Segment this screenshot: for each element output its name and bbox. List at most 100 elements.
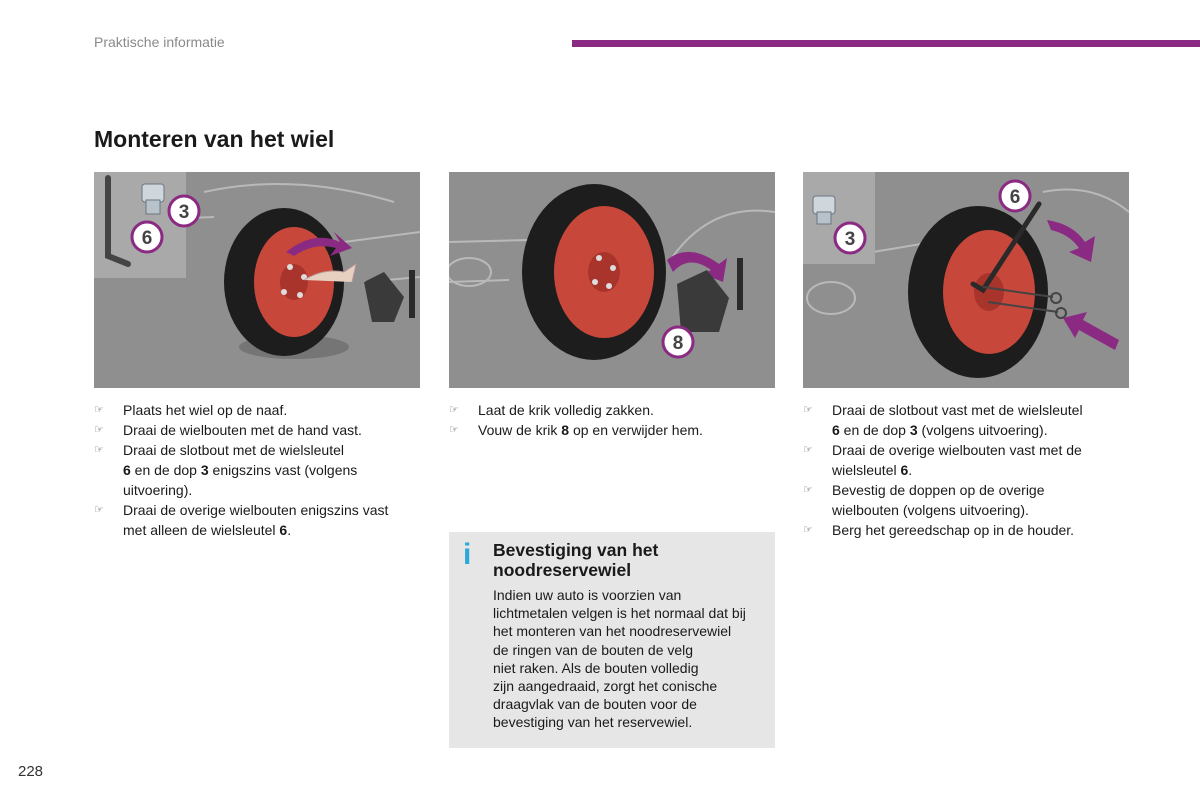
hand-pointer-icon: ☞ <box>94 504 104 516</box>
step-text: Draai de wielbouten met de hand vast. <box>123 422 362 438</box>
steps-column-3: ☞ Draai de slotbout vast met de wielsleut… <box>803 400 1123 540</box>
hand-pointer-icon: ☞ <box>94 404 104 416</box>
step-text: Berg het gereedschap op in de houder. <box>832 522 1075 538</box>
step-text: met alleen de wielsleutel <box>123 522 280 538</box>
illustration-lower-jack: 8 <box>449 172 775 388</box>
hand-pointer-icon: ☞ <box>449 424 459 436</box>
illustration-2-svg: 8 <box>449 172 775 388</box>
callout-6 <box>998 179 1032 213</box>
illustration-1-svg: 3 6 <box>94 172 420 388</box>
ref-number: 6 <box>832 422 840 438</box>
hand <box>303 262 357 283</box>
lower-arrow <box>667 251 727 282</box>
step-item: ☞ Berg het gereedschap op in de houder. <box>803 520 1123 540</box>
step-text: Plaats het wiel op de naaf. <box>123 402 288 418</box>
info-box: i Bevestiging van het noodreservewiel In… <box>449 532 775 748</box>
jack <box>677 258 743 332</box>
step-item: ☞ Draai de slotbout vast met de wielsleut… <box>803 400 1123 440</box>
step-text: . <box>287 522 292 538</box>
info-text-line: Indien uw auto is voorzien van <box>493 587 682 603</box>
page-number: 228 <box>18 763 44 780</box>
wheel <box>908 206 1048 378</box>
wheel <box>522 184 666 360</box>
callout-8-label: 8 <box>673 333 684 354</box>
step-text: wielsleutel <box>832 462 901 478</box>
turn-arrow <box>1047 220 1095 262</box>
hand-pointer-icon: ☞ <box>94 424 104 436</box>
header-accent-rule <box>572 40 1200 47</box>
callout-8 <box>661 325 695 359</box>
hand-pointer-icon: ☞ <box>803 484 813 496</box>
section-label: Praktische informatie <box>94 34 225 50</box>
step-text: Draai de overige wielbouten enigszins va… <box>123 502 389 518</box>
step-text: Draai de slotbout met de wielsleutel <box>123 442 345 458</box>
step-text: op en verwijder hem. <box>569 422 703 438</box>
callout-3-label: 3 <box>845 229 856 250</box>
hand-pointer-icon: ☞ <box>803 404 813 416</box>
info-text-line: zijn aangedraaid, zorgt het conische <box>493 678 718 695</box>
illustration-mount-wheel: 3 6 <box>94 172 420 388</box>
steps-column-2: ☞ Laat de krik volledig zakken. ☞ Vouw de … <box>449 400 769 440</box>
illustration-tighten-bolts: 3 6 <box>803 172 1129 388</box>
ref-number: 6 <box>900 462 909 478</box>
info-icon: i <box>463 538 472 571</box>
step-item: ☞ Vouw de krik 8 op en verwijder hem. <box>449 420 769 440</box>
push-arrow <box>1063 312 1119 350</box>
info-text-line: lichtmetalen velgen is het normaal dat b… <box>493 605 746 622</box>
info-text: Indien uw auto is voorzien van lichtmeta… <box>493 586 771 732</box>
info-title: Bevestiging van het noodreservewiel <box>493 540 763 580</box>
info-text-line: het monteren van het noodreservewiel <box>493 623 732 640</box>
step-text: wielbouten (volgens uitvoering). <box>832 502 1029 518</box>
step-text: Draai de slotbout vast met de wielsleute… <box>832 402 1083 418</box>
bolt-icon <box>812 195 836 225</box>
step-text: uitvoering). <box>123 482 193 498</box>
callout-3 <box>833 221 867 255</box>
info-text-line: de ringen van de bouten de velg <box>493 641 694 658</box>
ref-number: 3 <box>909 422 918 438</box>
step-text: en de dop <box>130 462 201 478</box>
hand-pointer-icon: ☞ <box>449 404 459 416</box>
step-item: ☞ Draai de wielbouten met de hand vast. <box>94 420 424 440</box>
steps-column-1: ☞ Plaats het wiel op de naaf. ☞ Draai de w… <box>94 400 424 540</box>
ref-number: 6 <box>279 522 288 538</box>
callout-3-label: 3 <box>179 202 190 223</box>
info-title-line: noodreservewiel <box>493 560 632 580</box>
step-item: ☞ Draai de overige wielbouten enigszins v… <box>94 500 424 540</box>
ref-number: 8 <box>561 422 570 438</box>
step-item: ☞ Laat de krik volledig zakken. <box>449 400 769 420</box>
step-text: Vouw de krik <box>478 422 562 438</box>
step-text: Bevestig de doppen op de overige <box>832 482 1045 498</box>
ref-number: 6 <box>123 462 131 478</box>
step-item: ☞ Draai de overige wielbouten vast met de… <box>803 440 1123 480</box>
wrench-icon <box>105 175 131 267</box>
callout-6-label: 6 <box>1010 187 1021 208</box>
bolt-icon <box>141 183 165 215</box>
bolts <box>982 286 1067 319</box>
hand-pointer-icon: ☞ <box>94 444 104 456</box>
step-text: en de dop <box>839 422 910 438</box>
info-text-line: draagvlak van de bouten voor de <box>493 696 697 713</box>
info-title-line: Bevestiging van het <box>493 540 659 560</box>
illustration-3-svg: 3 6 <box>803 172 1129 388</box>
wheel <box>224 208 344 356</box>
step-item: ☞ Draai de slotbout met de wielsleutel 6 e… <box>94 440 424 500</box>
step-text: Laat de krik volledig zakken. <box>478 402 654 418</box>
step-text: Draai de overige wielbouten vast met de <box>832 442 1082 458</box>
step-item: ☞ Plaats het wiel op de naaf. <box>94 400 424 420</box>
step-text: . <box>908 462 913 478</box>
page-title: Monteren van het wiel <box>94 126 335 152</box>
wrench <box>970 201 1042 294</box>
ref-number: 3 <box>200 462 209 478</box>
hand-pointer-icon: ☞ <box>803 444 813 456</box>
step-text: (volgens uitvoering). <box>917 422 1048 438</box>
hand-pointer-icon: ☞ <box>803 524 813 536</box>
jack <box>364 270 415 322</box>
step-text: enigszins vast (volgens <box>208 462 358 478</box>
step-item: ☞ Bevestig de doppen op de overige wielbou… <box>803 480 1123 520</box>
callout-6-label: 6 <box>142 228 153 249</box>
turn-arrow <box>286 232 352 256</box>
callout-6 <box>130 220 164 254</box>
info-text-line: bevestiging van het reservewiel. <box>493 714 693 731</box>
info-text-line: niet raken. Als de bouten volledig <box>493 659 699 676</box>
callout-3 <box>167 194 201 228</box>
